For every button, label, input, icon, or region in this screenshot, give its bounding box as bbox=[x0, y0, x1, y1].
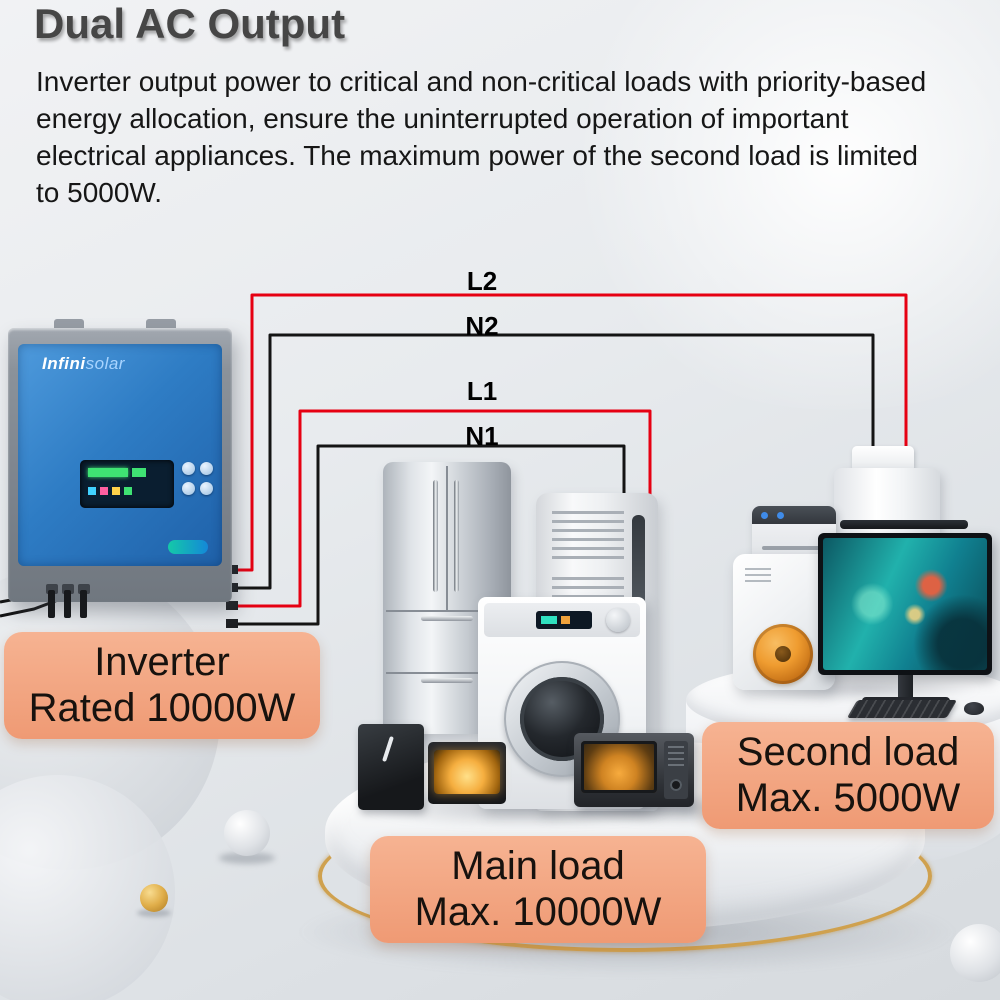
cable-terminal bbox=[64, 590, 71, 618]
toaster-oven bbox=[428, 742, 506, 804]
tag-line: Max. 5000W bbox=[735, 775, 961, 820]
fridge-handle bbox=[433, 480, 438, 592]
wire-label-n2: N2 bbox=[465, 311, 499, 341]
tag-line: Max. 10000W bbox=[414, 889, 662, 934]
tag-line: Second load bbox=[736, 730, 960, 774]
inverter-lcd bbox=[80, 460, 174, 508]
wire-label-n1: N1 bbox=[465, 421, 499, 451]
lcd-indicator bbox=[100, 487, 108, 495]
ac-vent bbox=[552, 511, 624, 561]
cable-gland bbox=[78, 584, 90, 594]
speaker-dust-cap bbox=[775, 646, 791, 662]
tag-line: Main load bbox=[451, 844, 625, 888]
lcd-indicator bbox=[88, 487, 96, 495]
display-segment bbox=[541, 616, 557, 624]
lcd-segment bbox=[132, 468, 146, 477]
fridge-drawer-handle bbox=[421, 616, 473, 621]
wire-label-l1: L1 bbox=[466, 376, 498, 406]
oven-window-glow bbox=[434, 750, 500, 794]
monitor-screen bbox=[823, 538, 987, 670]
fridge-drawer-handle bbox=[421, 678, 473, 683]
washer-control-panel bbox=[484, 603, 640, 637]
speaker-driver bbox=[753, 624, 813, 684]
fridge-drawer-seam bbox=[386, 672, 508, 674]
lcd-indicator bbox=[112, 487, 120, 495]
speaker-vents bbox=[745, 568, 771, 582]
tag-line: Rated 10000W bbox=[28, 685, 296, 730]
speaker-logo-mark bbox=[382, 736, 394, 762]
main-load-tag: Main load Max. 10000W bbox=[370, 836, 706, 944]
microwave bbox=[574, 733, 694, 807]
washer-knob bbox=[606, 608, 630, 632]
black-speaker bbox=[358, 724, 424, 810]
inverter-front-panel: Infinisolar bbox=[18, 344, 222, 566]
microwave-panel bbox=[664, 741, 688, 799]
microwave-window bbox=[581, 741, 657, 793]
sphere-shadow bbox=[137, 909, 171, 917]
cable-gland bbox=[62, 584, 74, 594]
fridge-door-seam bbox=[446, 466, 448, 610]
brand-primary: Infini bbox=[42, 354, 86, 373]
microwave-dial bbox=[670, 779, 682, 791]
printer-paper-slot bbox=[762, 546, 826, 550]
cable-terminal bbox=[80, 590, 87, 618]
sphere-shadow bbox=[219, 852, 275, 864]
inverter-logo-badge bbox=[168, 540, 208, 554]
second-load-tag: Second load Max. 5000W bbox=[702, 722, 994, 830]
wire-connector bbox=[226, 619, 238, 628]
page-title: Dual AC Output bbox=[34, 0, 346, 47]
mouse bbox=[964, 702, 984, 715]
inverter-button bbox=[200, 462, 213, 475]
inverter-rating-tag: Inverter Rated 10000W bbox=[4, 632, 320, 740]
inverter-button bbox=[182, 462, 195, 475]
computer-monitor bbox=[818, 520, 992, 706]
monitor-stand-neck bbox=[898, 675, 913, 697]
brand-secondary: solar bbox=[85, 354, 125, 373]
page-description: Inverter output power to critical and no… bbox=[36, 66, 927, 208]
inverter-button bbox=[200, 482, 213, 495]
wire-label-l2: L2 bbox=[466, 266, 498, 296]
tag-line: Inverter bbox=[94, 640, 230, 684]
white-sphere bbox=[950, 924, 1000, 982]
wire-connector bbox=[226, 601, 238, 610]
microwave-buttons bbox=[668, 746, 684, 768]
washer-display bbox=[536, 611, 592, 629]
inverter-brand: Infinisolar bbox=[42, 354, 125, 374]
display-segment bbox=[561, 616, 570, 624]
monitor-lightbar bbox=[840, 520, 968, 529]
inverter-device: Infinisolar bbox=[8, 319, 232, 618]
printer-button bbox=[761, 512, 768, 519]
cable-terminal bbox=[48, 590, 55, 618]
mounting-tab bbox=[54, 319, 84, 330]
monitor-bezel bbox=[818, 533, 992, 675]
mounting-tab bbox=[146, 319, 176, 330]
white-sphere bbox=[224, 810, 270, 856]
inverter-button bbox=[182, 482, 195, 495]
lcd-segment bbox=[88, 468, 128, 477]
washer-door bbox=[504, 661, 620, 777]
gold-sphere bbox=[140, 884, 168, 912]
lcd-indicator bbox=[124, 487, 132, 495]
printer-button bbox=[777, 512, 784, 519]
keyboard bbox=[846, 700, 958, 718]
fridge-handle bbox=[454, 480, 459, 592]
